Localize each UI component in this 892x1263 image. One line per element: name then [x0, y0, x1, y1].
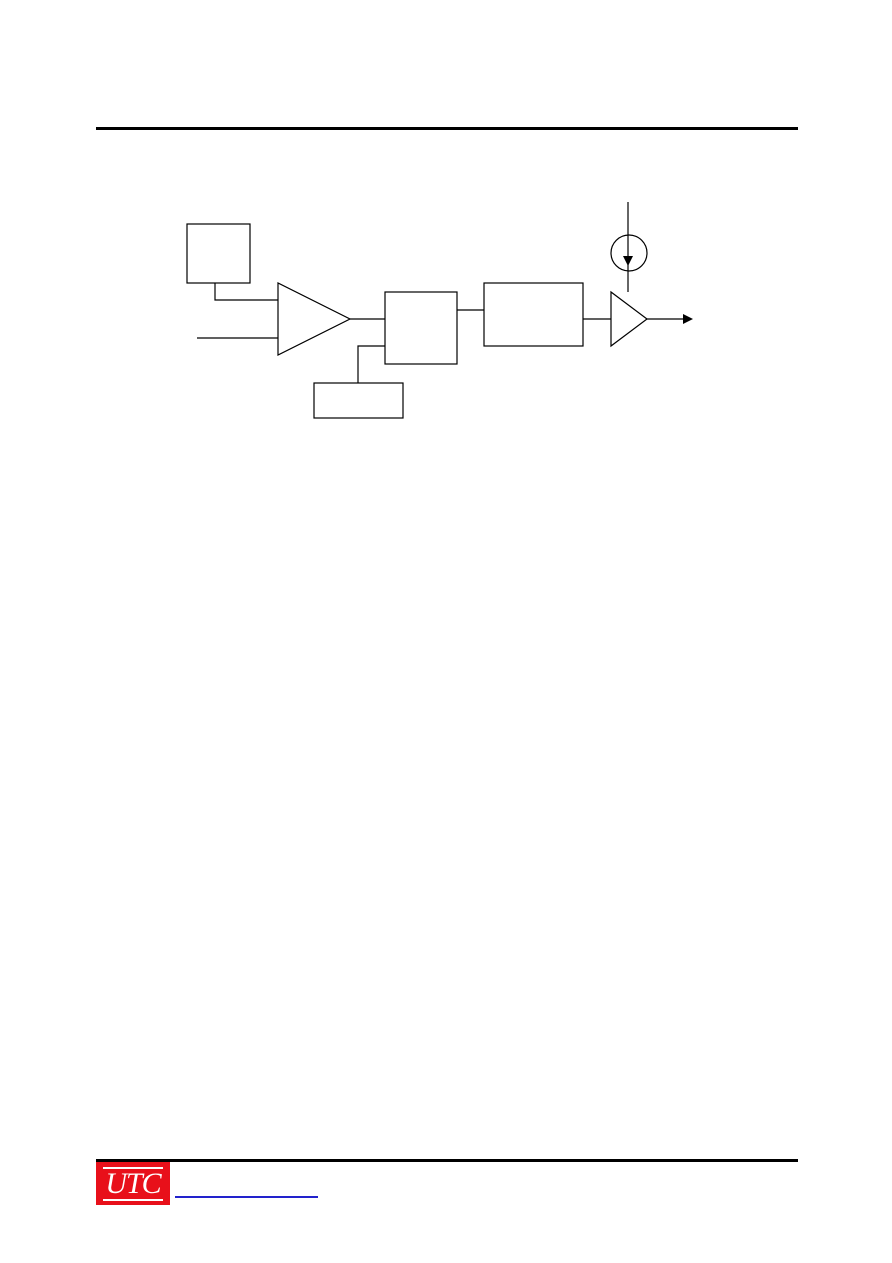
reference-wire [214, 283, 278, 301]
logic-block [384, 291, 458, 365]
logo-text: UTC [103, 1166, 163, 1201]
header-rule [96, 127, 798, 130]
bias-wire [357, 345, 385, 383]
website-link[interactable] [175, 1196, 318, 1198]
output-arrow-icon [683, 314, 693, 324]
comparator-amplifier [277, 282, 352, 356]
utc-logo: UTC [96, 1162, 170, 1205]
driver-block [483, 282, 584, 347]
output-buffer [610, 290, 648, 348]
current-arrow-icon [623, 256, 633, 266]
footer-rule [96, 1159, 798, 1162]
reference-block [186, 223, 251, 284]
bias-block [313, 382, 404, 419]
current-source [610, 234, 648, 272]
